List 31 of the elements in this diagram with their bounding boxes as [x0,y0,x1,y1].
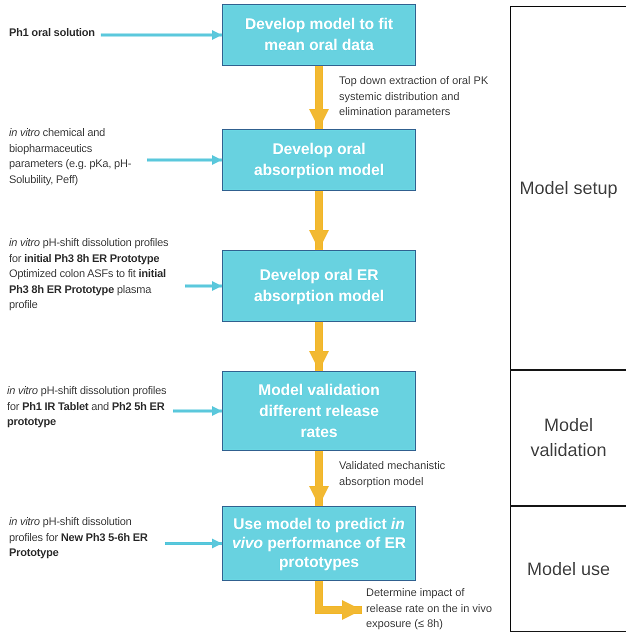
process-box [222,506,416,581]
arrow [309,322,329,371]
process-title: Develop oral absorption model [252,140,386,181]
arrow [309,451,329,506]
input-text: in vitro pH-shift dissolution profiles for Ph1 IR Tablet and Ph2 5h ER prototype [7,384,167,430]
input-text: Optimized colon ASFs to fit initial Ph3 8h ER Prototype plasma profile [9,267,167,313]
arrow [309,66,329,129]
phase-label: Model validation [529,414,608,462]
arrow [165,538,222,548]
arrow [309,191,329,250]
arrow [100,30,222,40]
arrow [185,281,222,291]
phase-panel [510,6,626,370]
process-box [222,4,416,66]
input-text: Ph1 oral solution [9,26,95,41]
process-box [222,129,416,191]
phase-panel [510,370,626,506]
phase-label: Model setup [519,176,618,200]
arrow [147,155,222,165]
process-title: Develop oral ER absorption model [252,266,386,307]
process-title: Develop model to fit mean oral data [244,15,394,56]
input-text: in vitro pH-shift dissolution profiles for New Ph3 5-6h ER Prototype [9,515,149,561]
process-title: Use model to predict in vivo performance of ER prototypes [231,515,407,572]
arrow [173,406,222,416]
process-box [222,250,416,322]
process-box [222,371,416,451]
input-text: in vitro chemical and biopharmaceutics parameters (e.g. pKa, pH-Solubility, Peff) [9,126,132,188]
output-text: Determine impact of release rate on the in vivo exposure (≤ 8h) [366,586,493,632]
process-title: Model validation different release rates [257,380,381,442]
phase-panel [510,506,626,632]
phase-label: Model use [526,558,610,580]
